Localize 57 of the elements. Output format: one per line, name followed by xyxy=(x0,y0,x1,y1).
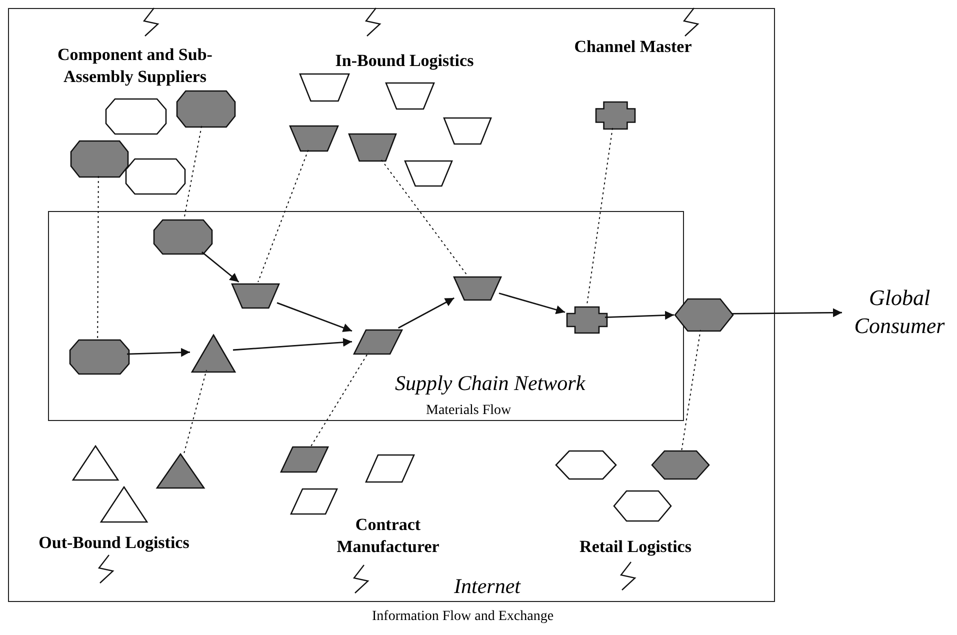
frame-subtitle: Materials Flow xyxy=(426,402,512,420)
arrow xyxy=(604,310,674,320)
octagon-shape xyxy=(70,340,129,374)
hexagon-shape xyxy=(652,451,709,479)
dotted-line xyxy=(586,128,614,306)
triangle-shape xyxy=(192,335,235,372)
parallelogram-shape xyxy=(354,330,402,354)
octagon-shape xyxy=(154,220,212,254)
dotted-line xyxy=(184,126,202,218)
octagon-shape xyxy=(71,141,128,177)
hexagon-shape xyxy=(556,451,616,479)
frame-caption: Information Flow and Exchange xyxy=(372,608,554,626)
group-label: Out-Bound Logistics xyxy=(38,532,190,554)
network-frame xyxy=(48,211,684,421)
triangle-shape xyxy=(157,454,204,488)
octagon-shape xyxy=(177,91,235,127)
triangle-shape xyxy=(73,446,118,480)
dotted-line xyxy=(310,352,370,446)
trapezoid-shape xyxy=(444,118,491,144)
parallelogram-shape xyxy=(366,455,414,482)
arrow xyxy=(232,338,352,351)
octagon-shape xyxy=(126,159,185,194)
parallelogram-shape xyxy=(291,489,337,514)
frame-title: Supply Chain Network xyxy=(395,370,586,397)
octagon-shape xyxy=(106,99,166,134)
arrow xyxy=(126,348,190,357)
trapezoid-shape xyxy=(300,74,349,101)
arrow xyxy=(276,302,352,332)
group-label: Retail Logistics xyxy=(578,536,692,558)
frame-title: Internet xyxy=(454,573,520,600)
trapezoid-shape xyxy=(386,83,434,109)
arrow xyxy=(732,308,842,318)
hexagon-shape xyxy=(614,491,671,521)
dotted-line xyxy=(184,370,207,454)
trapezoid-shape xyxy=(290,126,338,151)
cross-shape xyxy=(596,102,635,129)
group-label: Channel Master xyxy=(573,36,693,58)
parallelogram-shape xyxy=(281,447,328,472)
hexagon-shape xyxy=(675,299,733,331)
dotted-line xyxy=(381,160,468,276)
trapezoid-shape xyxy=(232,284,279,308)
cross-shape xyxy=(567,307,607,333)
trapezoid-shape xyxy=(349,134,396,161)
trapezoid-shape xyxy=(454,277,501,300)
outer-frame xyxy=(8,8,775,602)
arrow xyxy=(498,292,566,314)
arrow xyxy=(398,297,454,329)
group-label: Component and Sub-Assembly Suppliers xyxy=(56,44,214,88)
dotted-line xyxy=(681,330,701,450)
triangle-shape xyxy=(101,487,147,522)
dotted-line xyxy=(97,176,99,338)
trapezoid-shape xyxy=(405,161,452,186)
dotted-line xyxy=(258,150,309,282)
group-label: In-Bound Logistics xyxy=(334,50,475,72)
group-label: Contract Manufacturer xyxy=(336,514,440,558)
node-label: Global Consumer xyxy=(853,284,946,340)
arrow xyxy=(201,251,240,283)
